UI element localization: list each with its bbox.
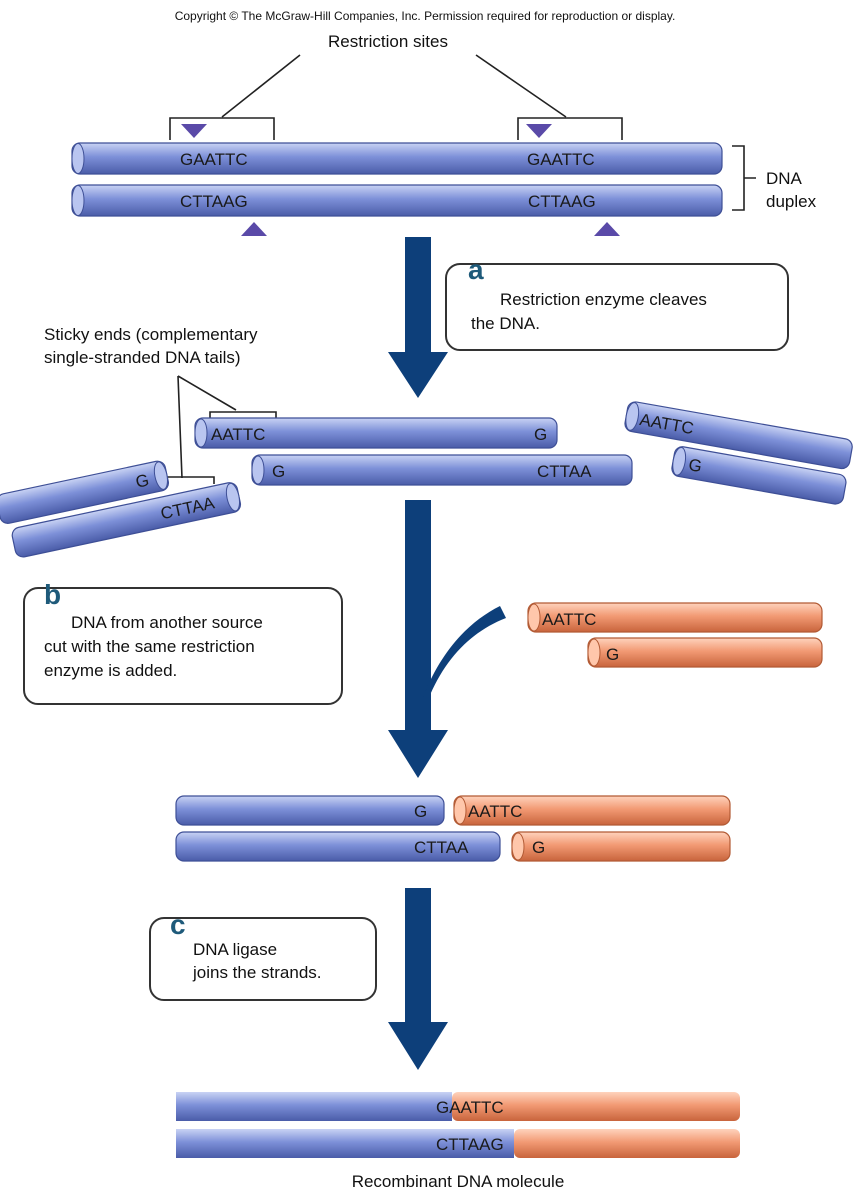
site-sequence-bottom-right: CTTAAG (528, 192, 596, 211)
fragment-middle-cttaa: CTTAA (537, 462, 592, 481)
dna-duplex-original (71, 142, 723, 217)
step-c-callout (149, 917, 377, 1001)
step-a-text-line1: Restriction enzyme cleaves (500, 290, 707, 309)
process-arrow-2 (388, 500, 448, 778)
fragment-middle-g-top: G (534, 425, 547, 444)
restriction-sites-label: Restriction sites (328, 32, 448, 51)
step-b-text-line2: cut with the same restriction (44, 637, 255, 656)
step-c-letter: c (170, 909, 186, 940)
site-sequence-bottom-left: CTTAAG (180, 192, 248, 211)
step-b-text-line3: enzyme is added. (44, 661, 177, 680)
foreign-fragment-g: G (606, 645, 619, 664)
restriction-site-pointer-right (475, 54, 567, 118)
sticky-end-bracket-top (209, 411, 277, 420)
cut-marker-bottom-right (594, 222, 620, 236)
fragment-middle-aattc: AATTC (211, 425, 265, 444)
annealed-g-bottom: G (532, 838, 545, 857)
restriction-site-bracket-right (517, 117, 623, 140)
annealed-cttaa: CTTAA (414, 838, 469, 857)
dna-duplex-brace (732, 145, 756, 211)
incoming-foreign-dna-arrow (422, 606, 506, 700)
cut-marker-top-left (181, 124, 207, 138)
fragment-right-g: G (687, 455, 703, 476)
cut-marker-bottom-left (241, 222, 267, 236)
site-sequence-top-right: GAATTC (527, 150, 595, 169)
fragment-left-g: G (134, 470, 151, 491)
step-a-callout (445, 263, 789, 351)
sticky-ends-label-line1: Sticky ends (complementary (44, 325, 258, 344)
annealed-dna-strands (175, 795, 731, 862)
dna-duplex-label-line2: duplex (766, 192, 817, 211)
sticky-ends-pointer (177, 375, 237, 479)
annealed-aattc: AATTC (468, 802, 522, 821)
step-b-callout (23, 587, 343, 705)
recombinant-site-bottom: CTTAAG (436, 1135, 504, 1154)
foreign-dna-fragment (527, 602, 823, 668)
cut-fragment-left: G CTTAA (0, 460, 242, 558)
copyright-notice: Copyright © The McGraw-Hill Companies, I… (175, 9, 676, 23)
site-sequence-top-left: GAATTC (180, 150, 248, 169)
step-a-letter: a (468, 254, 484, 285)
step-b-letter: b (44, 579, 61, 610)
foreign-fragment-aattc: AATTC (542, 610, 596, 629)
dna-duplex-label-line1: DNA (766, 169, 803, 188)
restriction-site-bracket-left (169, 117, 275, 140)
sticky-ends-label-line2: single-stranded DNA tails) (44, 348, 241, 367)
step-c-text-line2: joins the strands. (192, 963, 322, 982)
fragment-middle-g-bottom: G (272, 462, 285, 481)
recombinant-label: Recombinant DNA molecule (352, 1172, 565, 1191)
cut-marker-top-right (526, 124, 552, 138)
cut-fragment-right: AATTC G (624, 401, 853, 505)
restriction-site-pointer-left (221, 54, 301, 118)
recombinant-dna-molecule (176, 1092, 740, 1158)
annealed-g-top: G (414, 802, 427, 821)
cut-fragment-middle (194, 417, 633, 486)
recombinant-site-top: GAATTC (436, 1098, 504, 1117)
step-a-text-line2: the DNA. (471, 314, 540, 333)
step-b-text-line1: DNA from another source (71, 613, 263, 632)
step-c-text-line1: DNA ligase (193, 940, 277, 959)
process-arrow-1 (388, 237, 448, 398)
process-arrow-3 (388, 888, 448, 1070)
